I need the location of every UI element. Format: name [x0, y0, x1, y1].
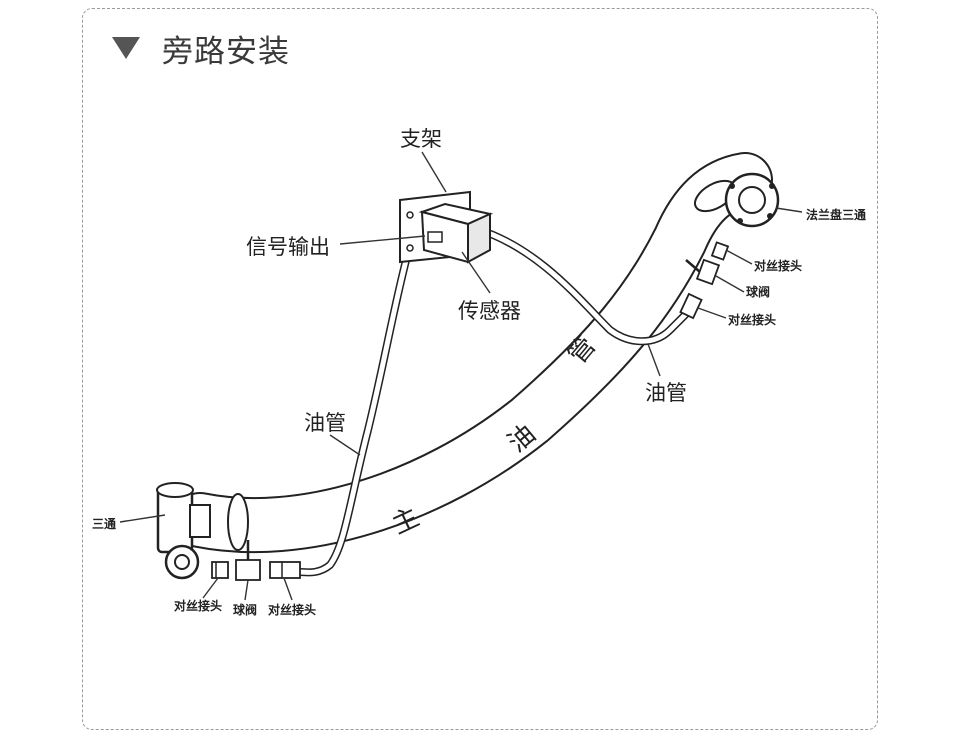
- label-oil-pipe-right: 油管: [645, 381, 687, 405]
- leader-union-right-bottom: [697, 307, 727, 319]
- dashed-frame: [82, 8, 878, 730]
- label-tee-left: 三通: [92, 516, 116, 531]
- leader-lines: [119, 151, 803, 601]
- right-ball-valve-handle: [685, 259, 701, 273]
- leader-tee-left: [119, 514, 166, 523]
- left-tee-side-nut: [189, 504, 211, 538]
- middle-union-fitting: [269, 561, 301, 579]
- triangle-bullet-icon: [112, 37, 140, 59]
- leader-union-top: [725, 249, 753, 265]
- left-oil-pipe-body: [297, 242, 413, 575]
- left-ball-valve-body: [235, 559, 261, 581]
- main-oil-pipe-body: [174, 154, 771, 552]
- label-signal-output: 信号输出: [246, 235, 330, 259]
- leader-ball-valve-left: [244, 579, 249, 601]
- flange-bolt-icon: [769, 183, 775, 189]
- leader-ball-valve-right: [715, 275, 745, 293]
- flange-bolt-icon: [737, 218, 743, 224]
- flange-bolt-icon: [729, 183, 735, 189]
- label-ball-valve-left: 球阀: [233, 602, 257, 617]
- label-ball-valve-right: 球阀: [746, 284, 770, 299]
- label-union-right-bottom: 对丝接头: [728, 312, 776, 327]
- right-union-top-fitting: [710, 241, 730, 261]
- left-union-fitting: [211, 561, 229, 579]
- right-oil-pipe-body: [477, 227, 691, 344]
- title-row: 旁路安装: [112, 28, 290, 70]
- label-oil-pipe-left: 油管: [304, 411, 346, 435]
- bracket-hole-icon: [406, 211, 414, 219]
- label-bracket: 支架: [400, 127, 442, 151]
- label-flange-tee: 法兰盘三通: [806, 207, 866, 222]
- right-ball-valve-body: [695, 258, 721, 286]
- sensor-box-side: [467, 212, 491, 264]
- label-union-middle: 对丝接头: [268, 602, 316, 617]
- leader-union-middle: [283, 577, 293, 601]
- page-title: 旁路安装: [162, 33, 290, 70]
- right-union-bottom-fitting: [679, 292, 703, 320]
- main-pipe-left-cuff: [227, 493, 249, 551]
- label-union-left: 对丝接头: [174, 598, 222, 613]
- label-union-top: 对丝接头: [754, 258, 802, 273]
- bracket-hole-icon: [406, 244, 414, 252]
- leader-bracket: [421, 151, 447, 193]
- flange-bolt-icon: [767, 213, 773, 219]
- leader-signal-output: [339, 235, 426, 245]
- leader-sensor: [461, 251, 491, 294]
- label-sensor: 传感器: [458, 299, 521, 323]
- flange-tee-bore: [738, 186, 766, 214]
- left-tee-bottom-bore: [174, 554, 190, 570]
- leader-flange-tee: [775, 207, 803, 213]
- leader-union-left: [202, 577, 219, 599]
- sensor-connector: [427, 231, 443, 243]
- leader-oil-pipe-right: [647, 343, 661, 377]
- leader-oil-pipe-left: [329, 434, 361, 456]
- left-tee-top-opening: [156, 482, 194, 498]
